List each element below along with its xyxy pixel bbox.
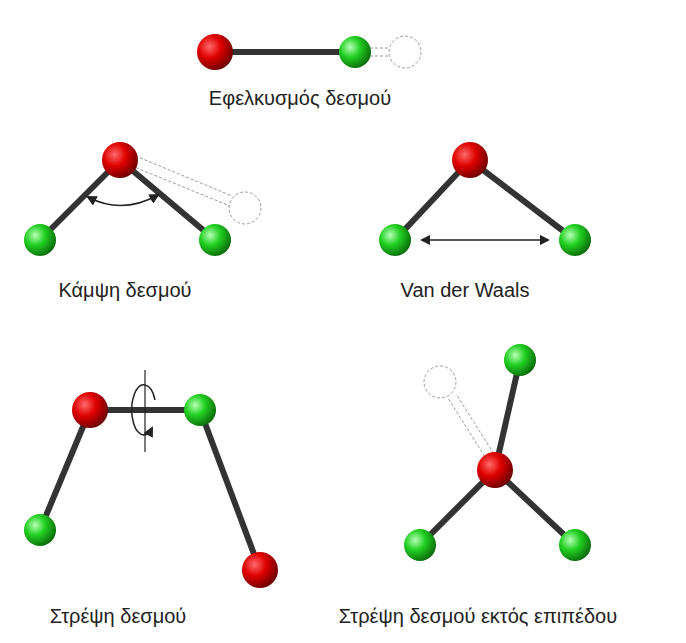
- bend-arrow: [88, 195, 158, 206]
- dashed-bond: [122, 162, 230, 206]
- red-atom: [102, 142, 138, 178]
- bond-stretch-figure: [197, 34, 421, 70]
- green-atom: [184, 394, 216, 426]
- bond: [215, 49, 355, 55]
- bond: [200, 410, 260, 570]
- green-atom: [24, 514, 56, 546]
- out-of-plane-figure: [404, 344, 591, 561]
- term-label: Van der Waals: [401, 278, 530, 302]
- dashed-bond: [456, 394, 499, 462]
- dashed-bond: [370, 48, 390, 49]
- green-atom: [24, 224, 56, 256]
- rotation-arrow: [132, 385, 152, 435]
- bond: [120, 160, 215, 240]
- green-atom: [379, 224, 411, 256]
- green-atom: [559, 224, 591, 256]
- green-atom: [339, 36, 371, 68]
- van-der-waals-figure: [379, 142, 591, 256]
- red-atom: [477, 452, 513, 488]
- red-atom: [452, 142, 488, 178]
- green-atom: [559, 529, 591, 561]
- bond: [470, 160, 575, 240]
- distance-arrow: [422, 239, 548, 241]
- dashed-bond: [126, 152, 232, 196]
- bond-bend-figure: [24, 142, 261, 256]
- torsion-figure: [24, 370, 278, 588]
- term-label: Εφελκυσμός δεσμού: [209, 86, 391, 110]
- term-label: Κάμψη δεσμού: [58, 278, 191, 302]
- term-label: Στρέψη δεσμού εκτός επιπέδου: [339, 604, 617, 628]
- rotation-axis: [144, 370, 145, 452]
- red-atom: [72, 392, 108, 428]
- bond: [40, 410, 90, 530]
- term-label: Στρέψη δεσμού: [50, 604, 187, 628]
- dashed-bond: [370, 56, 390, 57]
- green-atom: [199, 224, 231, 256]
- green-atom: [404, 529, 436, 561]
- red-atom: [242, 552, 278, 588]
- displaced-atom: [229, 192, 261, 224]
- displaced-atom: [424, 366, 456, 398]
- rotation-arrow: [145, 385, 155, 400]
- displaced-atom: [389, 36, 421, 68]
- red-atom: [197, 34, 233, 70]
- green-atom: [504, 344, 536, 376]
- dashed-bond: [448, 398, 490, 465]
